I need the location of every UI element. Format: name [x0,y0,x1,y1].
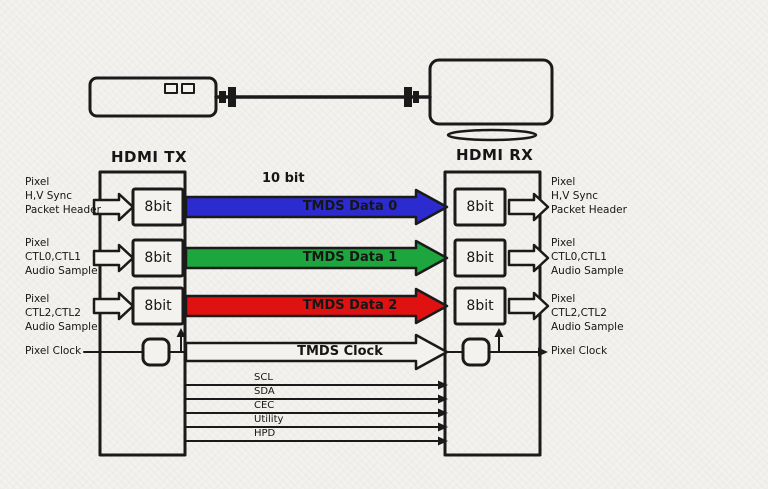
display-device [428,58,554,126]
tx-encoder-label: 8bit [144,298,172,314]
tx-input-labels-row2: Pixel CTL0,CTL1 Audio Sample [25,236,98,278]
rx-decoder-box [453,187,507,227]
bit-width-label: 10 bit [262,171,305,186]
display-stand [446,128,538,142]
rx-output-line: H,V Sync [551,190,599,202]
source-device [88,76,218,118]
tx-encoder-label: 8bit [144,250,172,266]
rx-output-line: Audio Sample [551,321,624,333]
pixel-clock-out-arrowhead-icon [538,347,548,357]
rx-decoder-label: 8bit [466,250,494,266]
control-label-scl: SCL [254,372,273,383]
tx-input-line: CTL0,CTL1 [25,251,81,263]
tx-encoder-box [131,238,185,278]
tmds-data2-arrow [184,287,449,325]
tx-input-arrow [92,192,135,222]
tx-encoder-box [131,187,185,227]
rx-decoder-box [453,286,507,326]
cable-plug-left-icon [228,87,236,107]
tx-clock-box [141,337,171,367]
control-line-arrowhead-icon [438,436,448,446]
cable-plug-left-icon [219,91,226,103]
control-label-cec: CEC [254,400,275,411]
cable-plug-right-icon [413,91,419,103]
tmds-data0-arrow [184,188,449,226]
tx-encoder-label: 8bit [144,199,172,215]
tmds-data2-label: TMDS Data 2 [302,298,398,313]
rx-output-line: CTL2,CTL2 [551,307,607,319]
tmds-data1-arrow [184,239,449,277]
tx-input-line: Packet Header [25,204,101,216]
tx-input-line: H,V Sync [25,190,73,202]
source-port-icon [181,83,195,94]
tmds-clock-arrow [184,333,449,371]
hdmi-rx-title: HDMI RX [456,146,534,164]
rx-output-line: CTL0,CTL1 [551,251,607,263]
control-line-arrowhead-icon [438,380,448,390]
hdmi-tx-title: HDMI TX [111,148,188,166]
control-line-arrowhead-icon [438,394,448,404]
tx-encoder-box [131,286,185,326]
tx-input-arrow [92,243,135,273]
rx-output-line: Pixel [551,237,576,249]
rx-output-arrow [507,192,550,222]
rx-output-labels-row1: Pixel H,V Sync Packet Header [551,175,627,217]
rx-output-arrow [507,243,550,273]
rx-clock-box [461,337,491,367]
tx-input-line: Pixel [25,237,50,249]
tx-input-labels-row3: Pixel CTL2,CTL2 Audio Sample [25,292,98,334]
rx-output-arrow [507,291,550,321]
tx-input-line: Pixel [25,293,50,305]
control-label-hpd: HPD [254,428,276,439]
source-port-icon [164,83,178,94]
tx-input-line: Pixel [25,176,50,188]
rx-output-labels-row3: Pixel CTL2,CTL2 Audio Sample [551,292,624,334]
tx-input-line: CTL2,CTL2 [25,307,81,319]
tx-input-labels-row1: Pixel H,V Sync Packet Header [25,175,101,217]
rx-decoder-label: 8bit [466,298,494,314]
rx-decoder-label: 8bit [466,199,494,215]
tx-pixel-clock-label: Pixel Clock [25,345,82,357]
rx-pixel-clock-label: Pixel Clock [551,345,608,357]
rx-output-line: Pixel [551,176,576,188]
control-label-sda: SDA [254,386,275,397]
rx-decoder-box [453,238,507,278]
tmds-clock-label: TMDS Clock [297,344,383,359]
rx-clock-feed-arrowhead-icon [494,328,504,337]
tx-input-arrow [92,291,135,321]
tmds-data1-label: TMDS Data 1 [302,250,398,265]
rx-output-line: Packet Header [551,204,627,216]
cable-plug-right-icon [404,87,412,107]
tx-clock-feed-arrowhead-icon [176,328,186,337]
tmds-data0-label: TMDS Data 0 [302,199,398,214]
rx-output-labels-row2: Pixel CTL0,CTL1 Audio Sample [551,236,624,278]
tx-input-line: Audio Sample [25,265,98,277]
rx-output-line: Pixel [551,293,576,305]
control-line-arrowhead-icon [438,422,448,432]
tx-input-line: Audio Sample [25,321,98,333]
control-label-utility: Utility [254,414,284,425]
control-line-arrowhead-icon [438,408,448,418]
rx-output-line: Audio Sample [551,265,624,277]
